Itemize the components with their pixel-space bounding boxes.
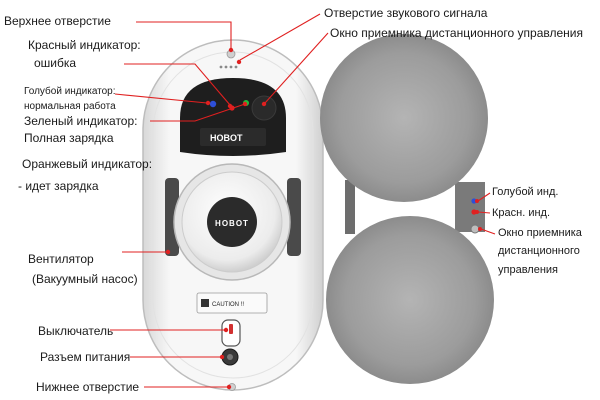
- side-view: [320, 34, 494, 384]
- label-green-led-desc: Полная зарядка: [24, 131, 114, 145]
- callout-lines: [110, 13, 496, 390]
- label-top-hole: Верхнее отверстие: [4, 14, 111, 28]
- label-orange-led-desc: - идет зарядка: [18, 179, 99, 193]
- label-side-remote-3: управления: [498, 264, 558, 276]
- label-blue-led-desc: нормальная работа: [24, 101, 116, 112]
- label-blue-led: Голубой индикатор:: [24, 86, 116, 97]
- label-remote-window: Окно приемника дистанционного управления: [330, 26, 583, 40]
- side-remote-window: [470, 224, 480, 234]
- label-orange-led: Оранжевый индикатор:: [22, 157, 153, 171]
- side-red-led: [471, 209, 477, 215]
- label-buzzer-hole: Отверстие звукового сигнала: [324, 6, 488, 20]
- label-side-remote-2: дистанционного: [498, 245, 580, 257]
- label-side-blue-led: Голубой инд.: [492, 186, 559, 198]
- right-grip: [287, 178, 301, 256]
- label-red-led-desc: ошибка: [34, 56, 77, 70]
- label-fan-desc: (Вакуумный насос): [32, 272, 138, 286]
- device-brand-center: HOBOT: [215, 219, 249, 228]
- label-side-remote-1: Окно приемника: [498, 227, 582, 239]
- caution-plate: [196, 292, 268, 314]
- label-side-red-led: Красн. инд.: [492, 207, 551, 219]
- upper-pad: [320, 34, 488, 202]
- device-brand-top: HOBOT: [210, 133, 243, 143]
- device-caution: CAUTION !!: [212, 302, 244, 308]
- buzzer-holes: [219, 65, 238, 69]
- label-green-led: Зеленый индикатор:: [24, 114, 138, 128]
- remote-receiver-window: [251, 95, 277, 121]
- label-switch: Выключатель: [38, 324, 114, 338]
- side-blue-led: [471, 198, 477, 204]
- lower-pad: [326, 216, 494, 384]
- blue-led: [209, 100, 217, 108]
- label-fan: Вентилятор: [28, 252, 94, 266]
- fan-center: [207, 197, 257, 247]
- label-power-jack: Разъем питания: [40, 350, 131, 364]
- label-red-led: Красный индикатор:: [28, 38, 141, 52]
- label-bottom-hole: Нижнее отверстие: [36, 380, 140, 394]
- robot-body: [142, 39, 324, 391]
